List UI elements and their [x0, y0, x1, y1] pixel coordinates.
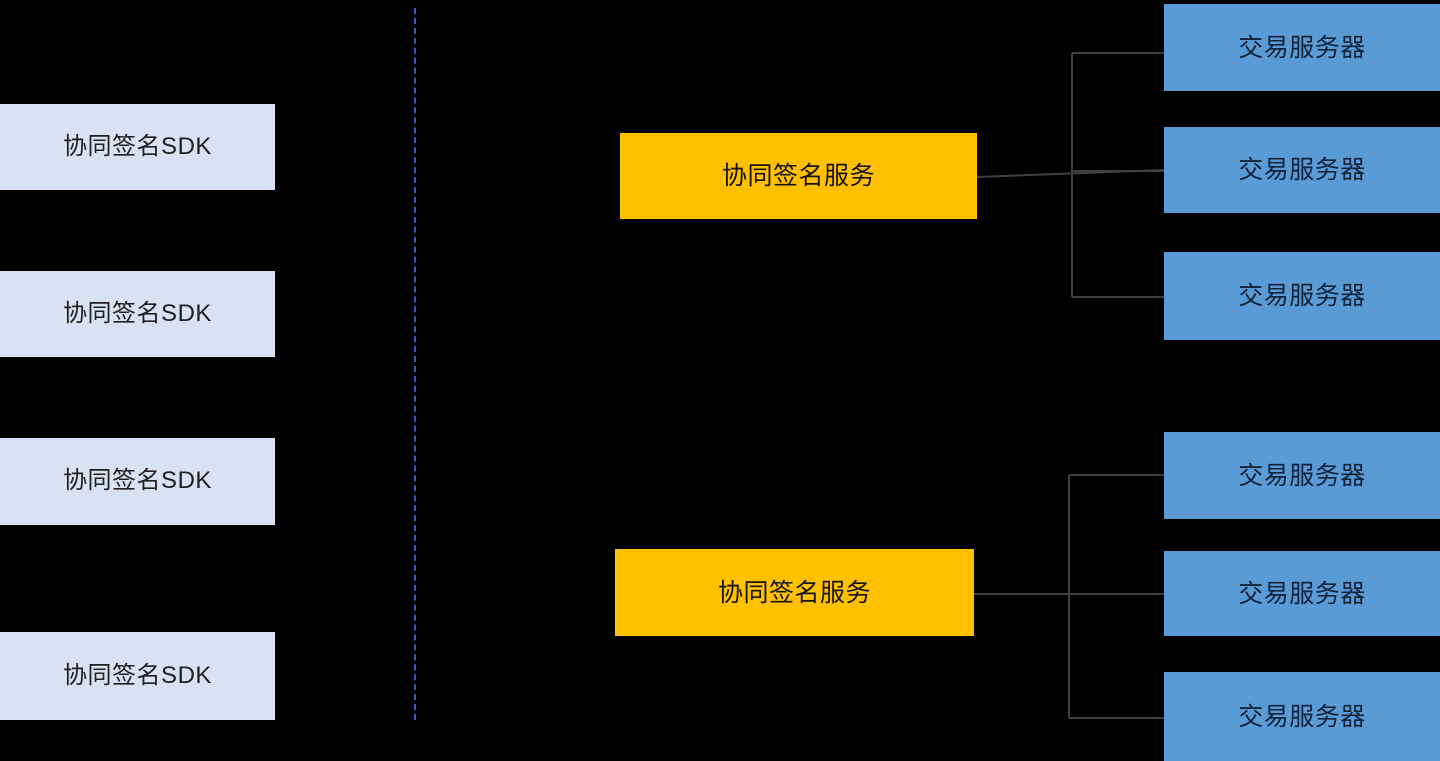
transaction-server-node-5-label: 交易服务器	[1238, 579, 1366, 608]
sdk-node-4[interactable]: 协同签名SDK	[0, 632, 275, 720]
transaction-server-node-5[interactable]: 交易服务器	[1164, 551, 1440, 636]
transaction-server-node-2-label: 交易服务器	[1238, 156, 1366, 184]
transaction-server-node-6[interactable]: 交易服务器	[1164, 672, 1440, 761]
upper-connector-group	[976, 52, 1165, 298]
transaction-server-node-4[interactable]: 交易服务器	[1164, 432, 1440, 519]
transaction-server-node-4-label: 交易服务器	[1238, 461, 1366, 490]
upper-service-link	[976, 169, 1165, 178]
transaction-server-node-1[interactable]: 交易服务器	[1164, 4, 1440, 91]
transaction-server-node-1-label: 交易服务器	[1238, 33, 1366, 62]
vertical-dashed-divider	[414, 8, 416, 720]
transaction-server-node-2[interactable]: 交易服务器	[1164, 127, 1440, 213]
sdk-node-3-label: 协同签名SDK	[63, 467, 212, 495]
signature-service-node-1-label: 协同签名服务	[721, 162, 875, 190]
sdk-node-4-label: 协同签名SDK	[63, 661, 212, 689]
signature-service-node-2-label: 协同签名服务	[717, 578, 871, 607]
signature-service-node-2[interactable]: 协同签名服务	[615, 549, 974, 636]
lower-connector-group	[974, 474, 1164, 719]
transaction-server-node-3[interactable]: 交易服务器	[1164, 252, 1440, 340]
sdk-node-1[interactable]: 协同签名SDK	[0, 104, 275, 190]
sdk-node-2[interactable]: 协同签名SDK	[0, 271, 275, 357]
transaction-server-node-6-label: 交易服务器	[1238, 702, 1366, 731]
sdk-node-1-label: 协同签名SDK	[63, 132, 212, 160]
transaction-server-node-3-label: 交易服务器	[1238, 282, 1366, 310]
sdk-node-3[interactable]: 协同签名SDK	[0, 438, 275, 525]
signature-service-node-1[interactable]: 协同签名服务	[620, 133, 977, 219]
sdk-node-2-label: 协同签名SDK	[63, 299, 212, 327]
